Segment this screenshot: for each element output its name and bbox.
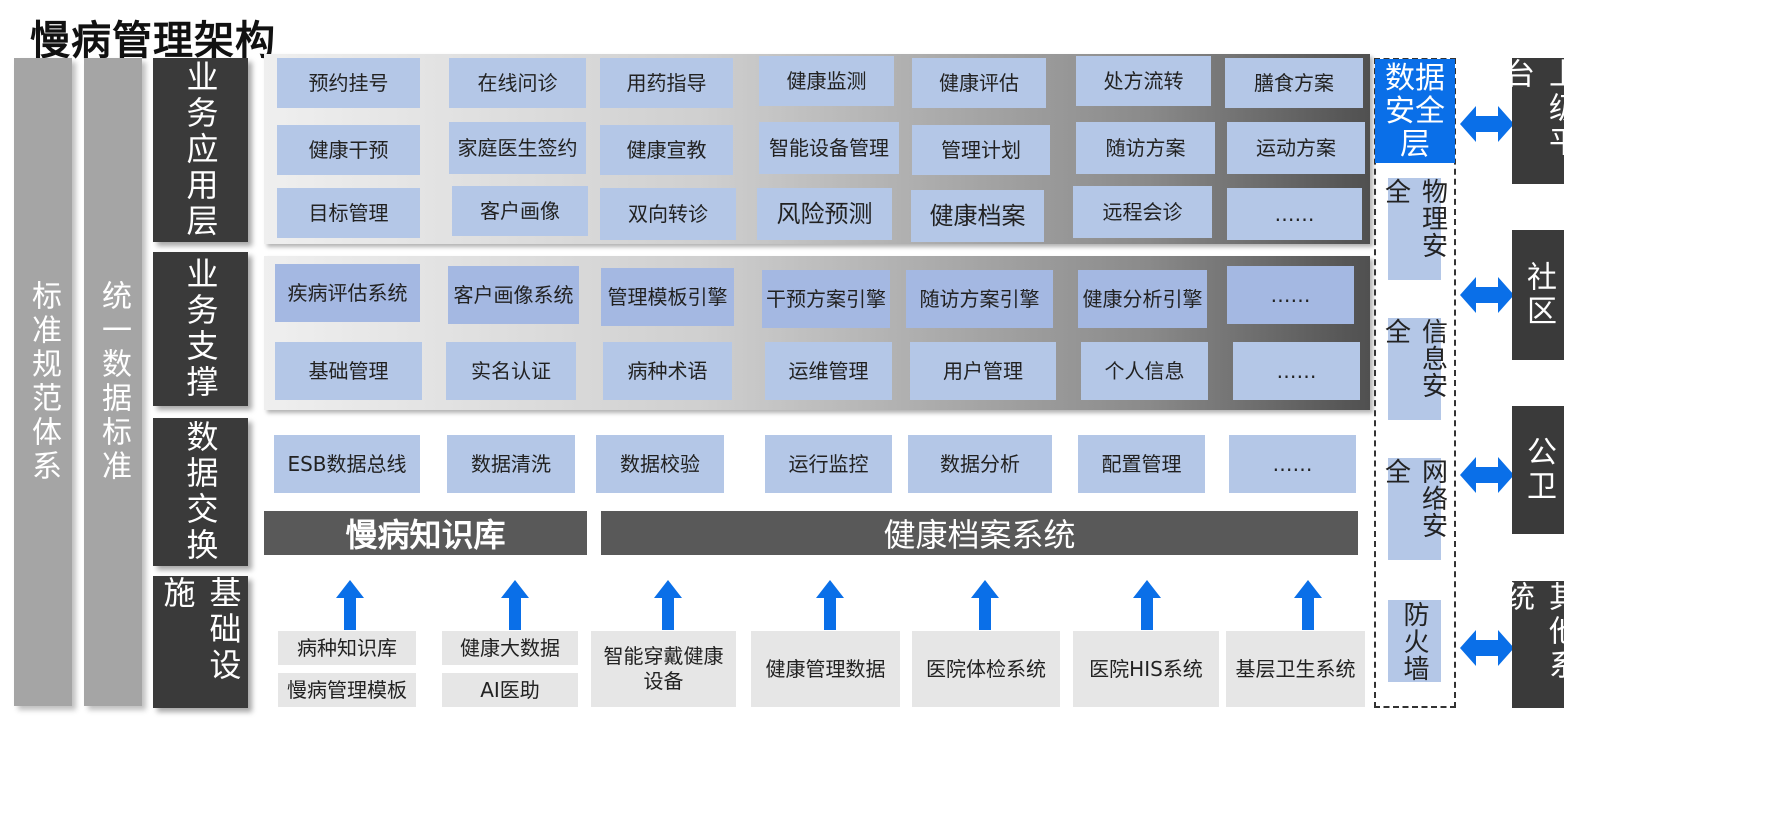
infra-box: AI医助 xyxy=(442,673,578,707)
support-box: 基础管理 xyxy=(275,342,422,400)
infra-box: 慢病管理模板 xyxy=(278,673,416,707)
security-item: 信息安全 xyxy=(1381,318,1448,420)
support-box: 管理模板引擎 xyxy=(601,268,734,326)
app-box: 用药指导 xyxy=(600,58,733,108)
app-box: 随访方案 xyxy=(1076,122,1215,174)
infra-box: 健康大数据 xyxy=(442,631,578,665)
support-box: 运维管理 xyxy=(765,342,892,400)
app-box: 客户画像 xyxy=(452,186,588,236)
knowledge-base-bar: 慢病知识库 xyxy=(264,511,587,555)
infra-box: 智能穿戴健康设备 xyxy=(591,631,736,707)
app-box: 健康档案 xyxy=(911,190,1044,242)
up-arrow-icon xyxy=(501,580,529,630)
support-box: 病种术语 xyxy=(603,342,732,400)
app-box: 风险预测 xyxy=(757,188,892,240)
external-box: 社区 xyxy=(1512,230,1564,360)
external-box: 上级平台 xyxy=(1499,58,1578,184)
double-arrow-icon xyxy=(1460,630,1514,666)
layer-label-exchange: 数据交换 xyxy=(153,418,248,566)
app-box: 管理计划 xyxy=(912,125,1050,175)
app-box: 健康干预 xyxy=(277,125,420,175)
security-item: 物理安全 xyxy=(1381,178,1448,280)
app-box: 在线问诊 xyxy=(449,58,586,108)
security-layer-head: 数据安全层 xyxy=(1375,59,1455,163)
unified-data-standard-bar: 统一数据标准 xyxy=(84,58,142,706)
layer-label-support: 业务支撑 xyxy=(153,252,248,406)
security-item: 网络安全 xyxy=(1381,458,1448,560)
support-box: …… xyxy=(1233,342,1360,400)
app-box: 处方流转 xyxy=(1076,56,1211,106)
standard-spec-bar: 标准规范体系 xyxy=(14,58,72,706)
exchange-box: 配置管理 xyxy=(1078,435,1205,493)
exchange-box: 数据清洗 xyxy=(447,435,575,493)
infra-box: 医院体检系统 xyxy=(912,631,1060,707)
exchange-box: 数据校验 xyxy=(596,435,724,493)
security-item: 防火墙 xyxy=(1388,600,1441,682)
double-arrow-icon xyxy=(1460,277,1514,313)
app-box: 家庭医生签约 xyxy=(449,122,586,174)
up-arrow-icon xyxy=(336,580,364,630)
up-arrow-icon xyxy=(971,580,999,630)
support-box: 健康分析引擎 xyxy=(1078,270,1207,328)
app-box: 膳食方案 xyxy=(1225,58,1363,108)
support-box: 客户画像系统 xyxy=(448,266,579,324)
support-box: 疾病评估系统 xyxy=(275,264,420,322)
up-arrow-icon xyxy=(1133,580,1161,630)
app-box: 预约挂号 xyxy=(277,58,420,108)
layer-label-infra: 基础设施 xyxy=(153,576,248,708)
app-box: 健康宣教 xyxy=(600,125,733,175)
app-box: 远程会诊 xyxy=(1073,186,1212,238)
support-box: 实名认证 xyxy=(446,342,576,400)
external-box: 其他系统 xyxy=(1499,581,1578,708)
health-record-system-bar: 健康档案系统 xyxy=(601,511,1358,555)
app-box: 运动方案 xyxy=(1227,122,1365,174)
infra-box: 医院HIS系统 xyxy=(1073,631,1219,707)
infra-box: 病种知识库 xyxy=(278,631,416,665)
app-box: 健康评估 xyxy=(912,58,1046,108)
exchange-box: 数据分析 xyxy=(908,435,1052,493)
app-box: 智能设备管理 xyxy=(759,122,899,174)
up-arrow-icon xyxy=(816,580,844,630)
exchange-box: ESB数据总线 xyxy=(274,435,420,493)
support-box: 干预方案引擎 xyxy=(762,270,890,328)
app-box: 目标管理 xyxy=(277,188,420,238)
infra-box: 健康管理数据 xyxy=(751,631,900,707)
double-arrow-icon xyxy=(1460,457,1514,493)
support-box: 个人信息 xyxy=(1081,342,1208,400)
app-box: 健康监测 xyxy=(759,56,894,106)
external-box: 公卫 xyxy=(1512,406,1564,534)
support-box: 随访方案引擎 xyxy=(906,270,1053,328)
exchange-box: 运行监控 xyxy=(765,435,892,493)
app-box: …… xyxy=(1227,188,1362,240)
app-box: 双向转诊 xyxy=(600,188,736,240)
support-box: …… xyxy=(1227,266,1354,324)
up-arrow-icon xyxy=(1294,580,1322,630)
support-box: 用户管理 xyxy=(910,342,1056,400)
exchange-box: …… xyxy=(1229,435,1356,493)
infra-box: 基层卫生系统 xyxy=(1226,631,1365,707)
double-arrow-icon xyxy=(1460,106,1514,142)
up-arrow-icon xyxy=(654,580,682,630)
layer-label-app: 业务应用层 xyxy=(153,58,248,242)
page-title: 慢病管理架构 xyxy=(30,18,276,64)
